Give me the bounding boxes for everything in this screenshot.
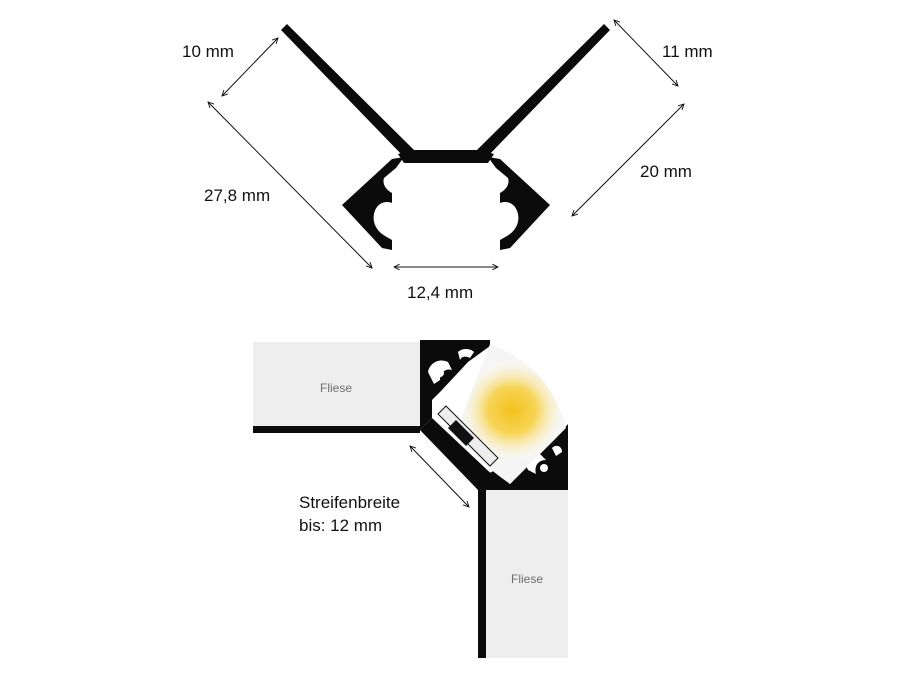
tile-bottom: [486, 490, 568, 658]
wall-outline: [253, 426, 486, 658]
tile-top: [253, 342, 420, 426]
left-screw-hole: [379, 209, 389, 219]
upper-screw-hole: [436, 369, 444, 377]
led-glow: [458, 358, 566, 462]
right-screw-hole: [503, 209, 513, 219]
dim-label-bottom: 12,4 mm: [407, 283, 473, 302]
top-profile-cross-section: [281, 24, 610, 250]
channel-top-bar: [398, 150, 494, 163]
led-chip: [448, 420, 474, 446]
left-channel-body: [342, 157, 404, 250]
strip-note-line1: Streifenbreite: [299, 493, 400, 512]
right-channel-body: [488, 157, 550, 250]
dim-label-left: 27,8 mm: [204, 186, 270, 205]
lower-screw-hole: [540, 464, 548, 472]
diffuser-and-led: [437, 344, 566, 484]
dim-27-8mm-line: [208, 102, 372, 268]
dim-11mm-line: [614, 20, 678, 86]
dim-label-upper-left: 10 mm: [182, 42, 234, 61]
dim-10mm-line: [222, 38, 278, 96]
right-wing: [477, 24, 610, 158]
left-wing: [281, 24, 414, 158]
dim-20mm-line: [572, 104, 684, 216]
dim-label-upper-right: 11 mm: [662, 42, 713, 61]
strip-note-line2: bis: 12 mm: [299, 516, 382, 535]
tile-bottom-label: Fliese: [511, 572, 543, 586]
top-dimension-lines: [208, 20, 684, 268]
strip-width-line: [410, 446, 469, 507]
dim-label-right: 20 mm: [640, 162, 692, 181]
tile-top-label: Fliese: [320, 381, 352, 395]
